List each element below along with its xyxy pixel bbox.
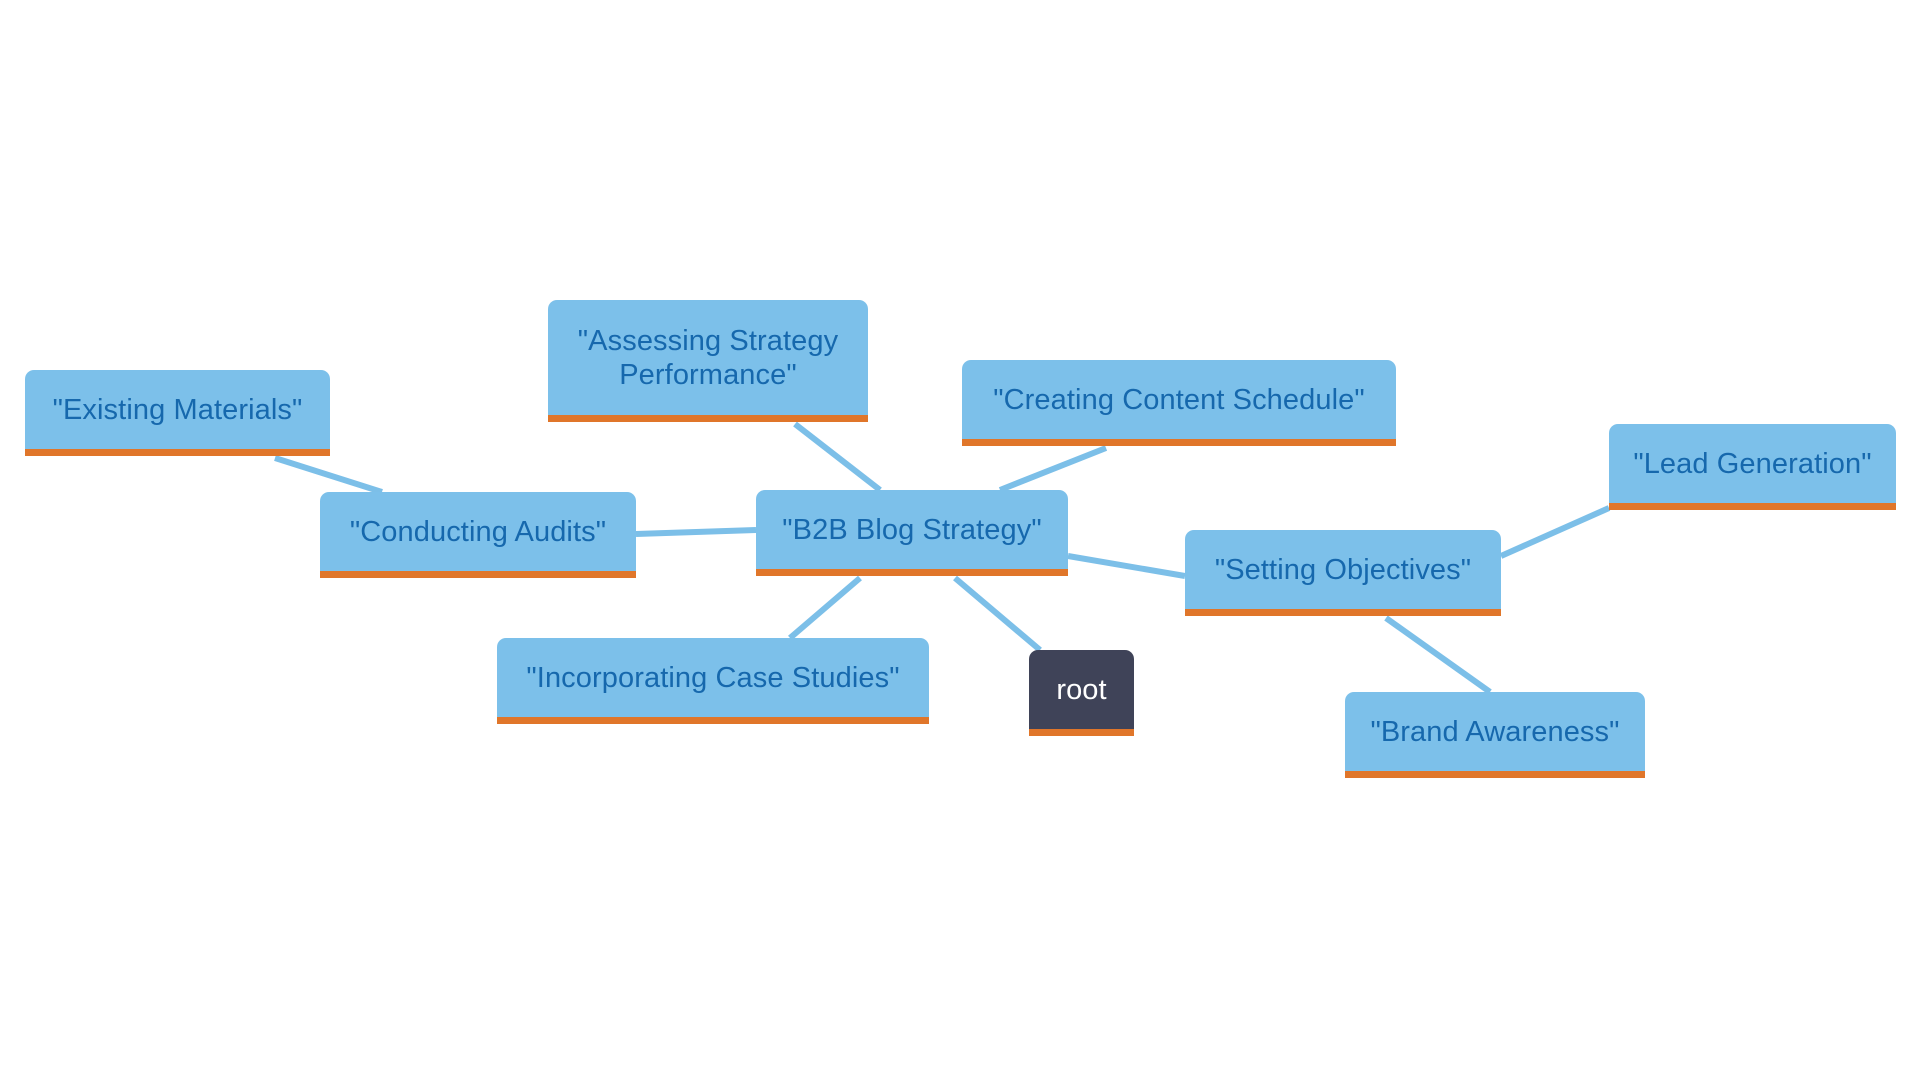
mindmap-node-creating-content-schedule[interactable]: "Creating Content Schedule": [962, 360, 1396, 446]
mindmap-node-assessing-strategy-performance[interactable]: "Assessing Strategy Performance": [548, 300, 868, 422]
edge-b2b-blog-strategy-to-setting-objectives: [1067, 553, 1186, 579]
node-label-b2b-blog-strategy: "B2B Blog Strategy": [782, 513, 1042, 546]
edge-b2b-blog-strategy-to-root: [953, 575, 1042, 653]
mindmap-node-b2b-blog-strategy[interactable]: "B2B Blog Strategy": [756, 490, 1068, 576]
node-label-incorporating-case-studies: "Incorporating Case Studies": [526, 661, 900, 694]
node-label-root: root: [1056, 673, 1107, 706]
mindmap-node-root[interactable]: root: [1029, 650, 1134, 736]
mindmap-node-lead-generation[interactable]: "Lead Generation": [1609, 424, 1896, 510]
node-label-creating-content-schedule: "Creating Content Schedule": [993, 383, 1365, 416]
mindmap-node-existing-materials[interactable]: "Existing Materials": [25, 370, 330, 456]
edge-b2b-blog-strategy-to-incorporating-case-studies: [788, 575, 862, 641]
mindmap-node-brand-awareness[interactable]: "Brand Awareness": [1345, 692, 1645, 778]
edge-creating-content-schedule-to-b2b-blog-strategy: [998, 445, 1108, 493]
node-label-brand-awareness: "Brand Awareness": [1370, 715, 1620, 748]
node-label-existing-materials: "Existing Materials": [52, 393, 303, 426]
edge-setting-objectives-to-brand-awareness: [1384, 615, 1492, 695]
edge-setting-objectives-to-lead-generation: [1499, 505, 1611, 559]
edge-conducting-audits-to-b2b-blog-strategy: [635, 527, 757, 537]
edge-assessing-strategy-performance-to-b2b-blog-strategy: [793, 421, 882, 493]
node-label-assessing-strategy-performance: "Assessing Strategy Performance": [577, 324, 839, 391]
node-label-lead-generation: "Lead Generation": [1633, 447, 1872, 480]
edge-existing-materials-to-conducting-audits: [274, 455, 383, 495]
mindmap-node-conducting-audits[interactable]: "Conducting Audits": [320, 492, 636, 578]
node-label-conducting-audits: "Conducting Audits": [349, 515, 607, 548]
mindmap-node-incorporating-case-studies[interactable]: "Incorporating Case Studies": [497, 638, 929, 724]
node-label-setting-objectives: "Setting Objectives": [1214, 553, 1472, 586]
mindmap-node-setting-objectives[interactable]: "Setting Objectives": [1185, 530, 1501, 616]
